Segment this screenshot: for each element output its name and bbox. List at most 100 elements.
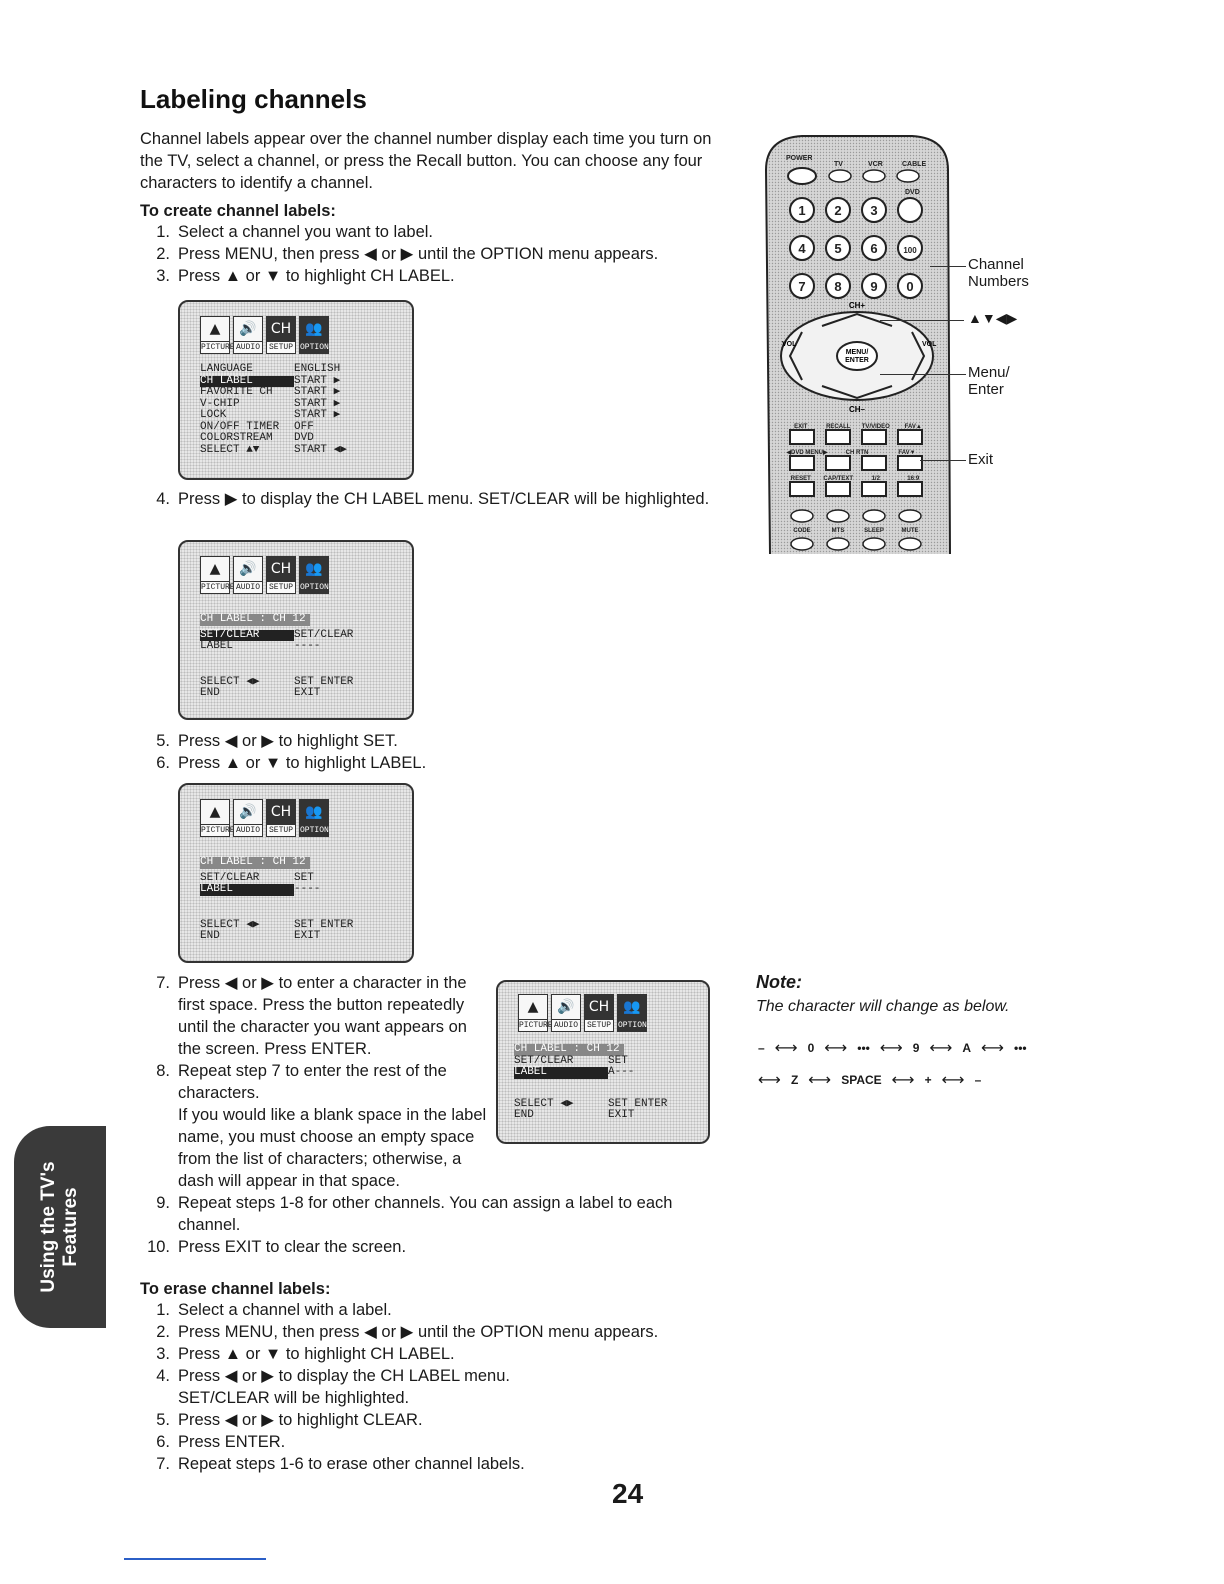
remote-oval-button: [790, 509, 814, 523]
erase-section: To erase channel labels: 1.Select a chan…: [140, 1280, 740, 1475]
remote-digit-button: [789, 273, 815, 299]
remote-rect-button: [897, 455, 923, 471]
svg-text:DVD: DVD: [905, 189, 920, 196]
page-number: 24: [612, 1478, 644, 1509]
remote-rect-button: [825, 429, 851, 445]
create-steps-5-6: 5.Press ◀ or ▶ to highlight SET. 6.Press…: [140, 730, 720, 774]
ch-icon: CH: [266, 556, 296, 582]
remote-rect-button: [789, 481, 815, 497]
list-item: 10.Press EXIT to clear the screen.: [147, 1238, 407, 1256]
callout-line: [930, 266, 966, 267]
remote-digit-button: [789, 197, 815, 223]
list-item: 5.Press ◀ or ▶ to highlight SET.: [156, 732, 398, 750]
remote-button-label: RECALL: [826, 424, 851, 430]
remote-button-label: SLEEP: [864, 528, 884, 534]
remote-digit-button: [825, 273, 851, 299]
svg-text:MENU/: MENU/: [846, 349, 869, 356]
osd-row-selected: LABEL----: [200, 883, 321, 896]
list-item: 7.Press ◀ or ▶ to enter a character in t…: [156, 974, 467, 1058]
remote-rect-button: [825, 455, 851, 471]
list-item: 2.Press MENU, then press ◀ or ▶ until th…: [156, 1323, 659, 1341]
remote-digit-button: [861, 235, 887, 261]
people-icon: 👥: [299, 799, 329, 825]
remote-button-label: 16:9: [907, 476, 920, 482]
page-title: Labeling channels: [140, 84, 367, 114]
remote-digit-button: [861, 273, 887, 299]
people-icon: 👥: [299, 316, 329, 342]
remote-digit-label: 6: [870, 241, 877, 256]
remote-digit-label: 0: [906, 279, 913, 294]
remote-rect-button: [897, 481, 923, 497]
remote-digit-label: 1: [798, 203, 805, 218]
callout-line: [920, 460, 966, 461]
list-item: 9.Repeat steps 1-8 for other channels. Y…: [156, 1194, 673, 1234]
picture-icon: ▲: [518, 994, 548, 1020]
callout-line: [880, 374, 966, 375]
create-step-4: 4.Press ▶ to display the CH LABEL menu. …: [140, 488, 720, 510]
list-item: 5.Press ◀ or ▶ to highlight CLEAR.: [156, 1411, 423, 1429]
svg-text:CH–: CH–: [849, 405, 866, 414]
osd-row-title: CH LABEL : CH 12: [200, 613, 353, 626]
picture-icon: ▲: [200, 316, 230, 342]
svg-text:ENTER: ENTER: [845, 357, 869, 364]
list-item: 6.Press ENTER.: [156, 1433, 286, 1451]
callout-arrows: ▲▼◀▶: [968, 310, 1018, 326]
footer-rule: [124, 1558, 266, 1560]
remote-digit-button: [897, 197, 923, 223]
svg-text:VOL: VOL: [782, 341, 797, 348]
remote-rect-button: [861, 455, 887, 471]
remote-button-label: CAP/TEXT: [823, 476, 853, 482]
step-8-note: If you would like a blank space in the l…: [178, 1106, 487, 1190]
remote-button-label: 1/2: [872, 476, 881, 482]
remote-oval-button: [862, 537, 886, 551]
remote-button-label: FAV▼: [898, 450, 915, 456]
remote-rect-button: [825, 481, 851, 497]
list-item: 8.Repeat step 7 to enter the rest of the…: [156, 1062, 447, 1102]
remote-button-label: MTS: [832, 528, 845, 534]
callout-channel-numbers: Channel Numbers: [968, 256, 1029, 290]
remote-rect-button: [861, 429, 887, 445]
erase-heading: To erase channel labels:: [140, 1280, 331, 1298]
remote-digit-label: 3: [870, 203, 877, 218]
osd-row: LABEL----: [200, 640, 321, 652]
svg-text:POWER: POWER: [786, 155, 812, 162]
remote-digit-button: [897, 273, 923, 299]
speaker-icon: 🔊: [551, 994, 581, 1020]
remote-oval-button: [898, 537, 922, 551]
remote-digit-button: [861, 197, 887, 223]
osd-row: SELECT ◀▶SET ENTER: [200, 675, 354, 688]
remote-rect-button: [897, 429, 923, 445]
remote-oval-button: [826, 509, 850, 523]
remote-digit-label: 9: [870, 279, 877, 294]
create-heading: To create channel labels:: [140, 202, 336, 220]
osd-row: SELECT ◀▶SET ENTER: [514, 1097, 668, 1110]
list-item: 3.Press ▲ or ▼ to highlight CH LABEL.: [156, 267, 455, 285]
char-sequence-2: ⟷ Z⟷ SPACE⟷ +⟷ –: [758, 1070, 982, 1089]
list-item: 4.Press ▶ to display the CH LABEL menu. …: [156, 490, 710, 508]
osd-row-title: CH LABEL : CH 12: [514, 1043, 667, 1056]
remote-oval-button: [862, 509, 886, 523]
remote-digit-label: 100: [903, 246, 917, 255]
list-item: 2.Press MENU, then press ◀ or ▶ until th…: [156, 245, 659, 263]
callout-line: [880, 320, 964, 321]
remote-button-label: CODE: [793, 528, 810, 534]
remote-digit-button: [825, 235, 851, 261]
osd-row-title: CH LABEL : CH 12: [200, 856, 353, 869]
svg-text:TV: TV: [834, 161, 843, 168]
